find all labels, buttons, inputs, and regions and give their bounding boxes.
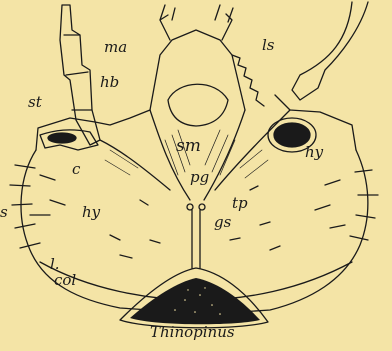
stipes	[95, 110, 150, 125]
label-tp: tp	[232, 196, 248, 211]
antenna-right	[292, 2, 368, 100]
occipital-foramen	[130, 278, 260, 324]
figure-caption: Thinopinus	[150, 323, 235, 341]
label-st: st	[28, 95, 42, 110]
head-capsule-outline	[21, 150, 150, 310]
label-col: col	[54, 273, 76, 288]
label-hy-right: hy	[305, 145, 323, 160]
label-hy-left: hy	[82, 205, 100, 220]
tentorial-pit-right	[199, 204, 205, 210]
label-hb: hb	[100, 75, 119, 90]
label-gs: gs	[214, 215, 231, 230]
labial-serration	[232, 55, 264, 106]
label-pg: pg	[190, 170, 209, 185]
label-col-l: l.	[50, 257, 60, 272]
label-sm: sm	[176, 138, 201, 155]
label-s: s	[0, 205, 8, 220]
tentorial-pit-left	[187, 204, 193, 210]
label-ls: ls	[262, 38, 275, 53]
label-ma: ma	[104, 40, 127, 55]
labium	[150, 30, 245, 110]
label-c: c	[72, 162, 80, 177]
